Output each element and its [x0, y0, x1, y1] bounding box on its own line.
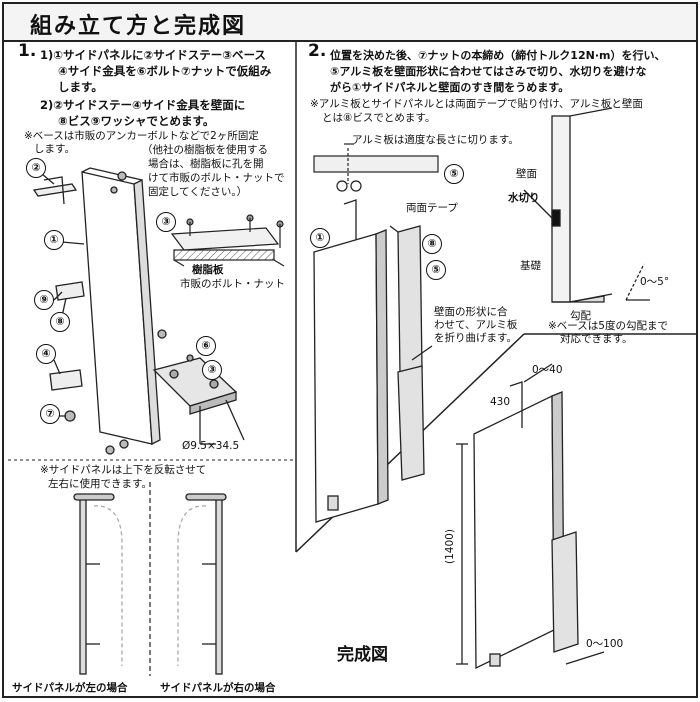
step1-number: 1. [18, 41, 37, 61]
base-note2: 対応できます。 [560, 333, 633, 345]
final-title: 完成図 [337, 645, 388, 665]
base-label: 基礎 [520, 260, 541, 272]
step1-note1b: します。 [34, 143, 75, 155]
flip-note2: 左右に使用できます。 [48, 478, 152, 490]
part-number-3: ③ [202, 360, 222, 380]
dim-0-100: 0〜100 [586, 638, 624, 650]
part-number-3-inset: ③ [156, 212, 176, 232]
step1-line3: します。 [58, 80, 103, 94]
step1-line2: ④サイド金具を⑥ボルト⑦ナットで仮組み [58, 64, 272, 78]
dim-0-40: 0〜40 [532, 364, 563, 376]
flip-note1: ※サイドパネルは上下を反転させて [40, 464, 207, 476]
step2-side-panel [313, 199, 389, 523]
step1-line4: 2)②サイドステー④サイド金具を壁面に [40, 98, 246, 112]
dim-1400: (1400) [444, 529, 456, 564]
side-panel-exploded [32, 167, 167, 455]
bolt-nut-label: 市販のボルト・ナット [180, 278, 285, 290]
part-number-4: ④ [36, 344, 56, 364]
part-number-1-step2: ① [310, 228, 330, 248]
fold-label-1: 壁面の形状に合 [434, 306, 508, 318]
part-number-6: ⑥ [196, 336, 216, 356]
step2-line1: 位置を決めた後、⑦ナットの本締め（締付トルク12N·m）を行い、 [330, 49, 666, 62]
part-number-5-cut: ⑤ [444, 164, 464, 184]
step2-line3: がら①サイドパネルと壁面のすき間をうめます。 [330, 81, 570, 94]
dimension-label: Ø9.5×34.5 [182, 440, 240, 452]
base-plate [152, 354, 245, 445]
step1-note2c: けて市販のボルト・ナットで [148, 172, 285, 184]
step1-line5: ⑧ビス⑨ワッシャでとめます。 [58, 114, 215, 128]
illustration-layer [8, 40, 696, 676]
cut-label: アルミ板は適度な長さに切ります。 [352, 134, 519, 146]
right-case-caption: サイドパネルが右の場合 [160, 682, 276, 694]
aluminium-cut [313, 143, 439, 192]
wall-section [523, 107, 650, 303]
step2-line2: ⑤アルミ板を壁面形状に合わせてはさみで切り、水切りを避けな [330, 65, 647, 78]
part-number-7: ⑦ [40, 404, 60, 424]
page-title: 組み立て方と完成図 [30, 14, 247, 39]
drain-label: 水切り [508, 192, 540, 204]
step2-note2: とは⑧ビスでとめます。 [322, 112, 436, 124]
fold-label-3: を折り曲げます。 [434, 332, 517, 344]
tape-label: 両面テープ [406, 202, 458, 214]
slope-label: 勾配 [570, 310, 591, 322]
part-number-8: ⑧ [50, 312, 70, 332]
step1-note1: ※ベースは市販のアンカーボルトなどで2ヶ所固定 [24, 130, 259, 142]
mirror-panels [73, 482, 227, 676]
resin-plate-inset [170, 214, 285, 267]
part-number-2: ② [26, 158, 46, 178]
base-note1: ※ベースは5度の勾配まで [548, 320, 668, 332]
step1-note2b: 場合は、樹脂板に孔を開 [148, 158, 264, 170]
step1-line1: 1)①サイドパネルに②サイドステー③ベース [40, 48, 266, 62]
part-number-9: ⑨ [34, 290, 54, 310]
step2-aluminium-strip [389, 225, 433, 481]
final-assembly [456, 363, 605, 670]
angle-label: 0〜5° [640, 276, 670, 288]
step2-number: 2. [308, 41, 327, 61]
fold-label-2: わせて、アルミ板 [434, 319, 518, 331]
step1-note2d: 固定してください。） [148, 186, 248, 198]
part-number-5-step2: ⑤ [426, 260, 446, 280]
step2-note1: ※アルミ板とサイドパネルとは両面テープで貼り付け、アルミ板と壁面 [310, 98, 643, 110]
step1-note2a: （他社の樹脂板を使用する [142, 144, 268, 156]
left-case-caption: サイドパネルが左の場合 [12, 682, 128, 694]
header-bar: 組み立て方と完成図 [4, 4, 696, 42]
resin-label: 樹脂板 [192, 264, 224, 276]
part-number-1: ① [44, 230, 64, 250]
dim-430: 430 [490, 396, 511, 408]
wall-label: 壁面 [516, 168, 537, 180]
part-number-8-step2: ⑧ [422, 234, 442, 254]
